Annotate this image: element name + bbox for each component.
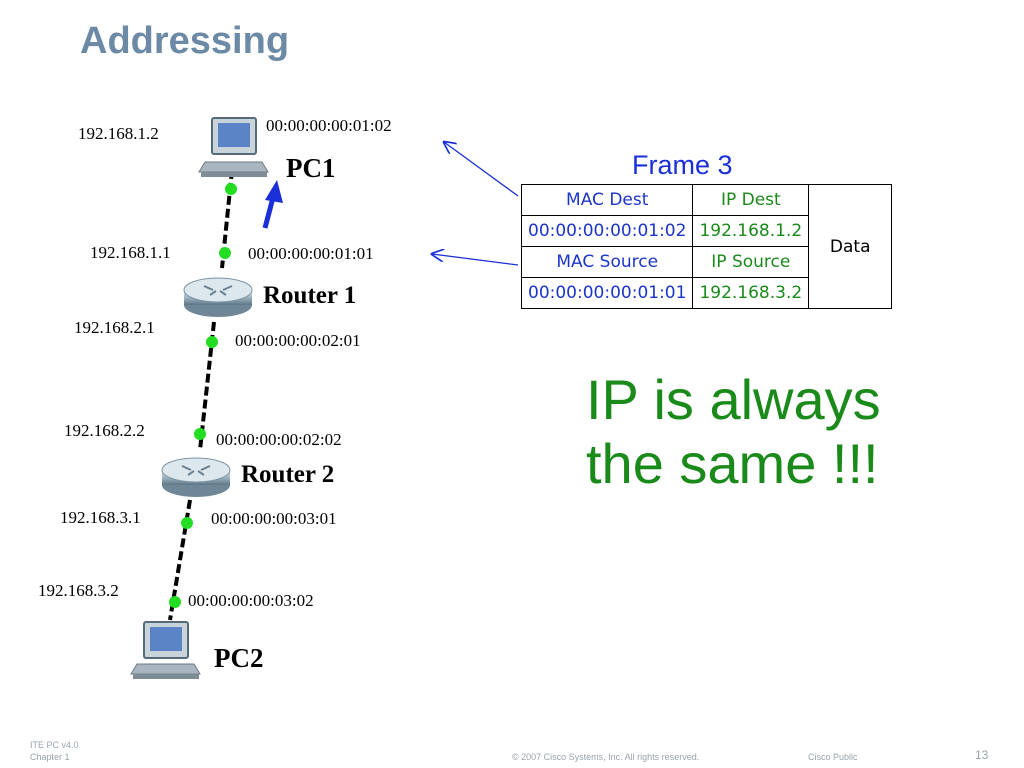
callout-line-2: the same !!!: [586, 432, 879, 495]
router-1-name: Router 1: [263, 282, 357, 309]
pc1-mac-label: 00:00:00:00:01:02: [266, 116, 392, 135]
pc1-name: PC1: [286, 153, 336, 183]
footer-chapter: Chapter 1: [30, 752, 70, 762]
r1-mac1-label: 00:00:00:00:01:01: [248, 244, 374, 263]
ip-source-value: 192.168.3.2: [692, 277, 810, 309]
pc2-icon: [130, 621, 201, 679]
ip-dest-value: 192.168.1.2: [692, 215, 810, 247]
pc2-ip-label: 192.168.3.2: [38, 581, 119, 600]
ip-same-callout: IP is always the same !!!: [586, 368, 881, 496]
mac-dest-header: MAC Dest: [520, 184, 694, 216]
mac-source-value: 00:00:00:00:01:01: [520, 277, 694, 309]
r1-mac2-label: 00:00:00:00:02:01: [235, 331, 361, 350]
callout-line-1: IP is always: [586, 368, 881, 431]
mac-dest-value: 00:00:00:00:01:02: [520, 215, 694, 247]
mac-source-header: MAC Source: [520, 246, 694, 278]
pc1-ip-label: 192.168.1.2: [78, 124, 159, 143]
mac-dest-pointer-line: [444, 142, 519, 197]
port-dots: [169, 183, 237, 608]
footer-course: ITE PC v4.0: [30, 740, 79, 750]
slide-title: Addressing: [80, 20, 290, 62]
frame-title: Frame 3: [632, 150, 733, 180]
r2-mac1-label: 00:00:00:00:02:02: [216, 430, 342, 449]
router-2-name: Router 2: [241, 461, 335, 488]
pc2-name: PC2: [214, 643, 264, 673]
router-2-icon: [161, 457, 231, 497]
frame-table: MAC Dest IP Dest Data 00:00:00:00:01:02 …: [520, 184, 893, 309]
router-1-icon: [183, 277, 253, 317]
pc2-mac-label: 00:00:00:00:03:02: [188, 591, 314, 610]
r1-ip1-label: 192.168.1.1: [90, 243, 171, 262]
r2-ip1-label: 192.168.2.2: [64, 421, 145, 440]
pc1-icon: [198, 117, 269, 177]
footer-classification: Cisco Public: [808, 752, 858, 762]
r2-mac2-label: 00:00:00:00:03:01: [211, 509, 337, 528]
network-links: [168, 169, 234, 621]
r2-ip2-label: 192.168.3.1: [60, 508, 141, 527]
ip-dest-header: IP Dest: [692, 184, 810, 216]
mac-source-pointer-line: [432, 254, 519, 266]
ip-source-header: IP Source: [692, 246, 810, 278]
r1-ip2-label: 192.168.2.1: [74, 318, 155, 337]
frame-direction-arrow-icon: [262, 180, 283, 229]
page-number: 13: [975, 748, 989, 762]
footer-copyright: © 2007 Cisco Systems, Inc. All rights re…: [512, 752, 700, 762]
data-cell: Data: [808, 184, 893, 309]
